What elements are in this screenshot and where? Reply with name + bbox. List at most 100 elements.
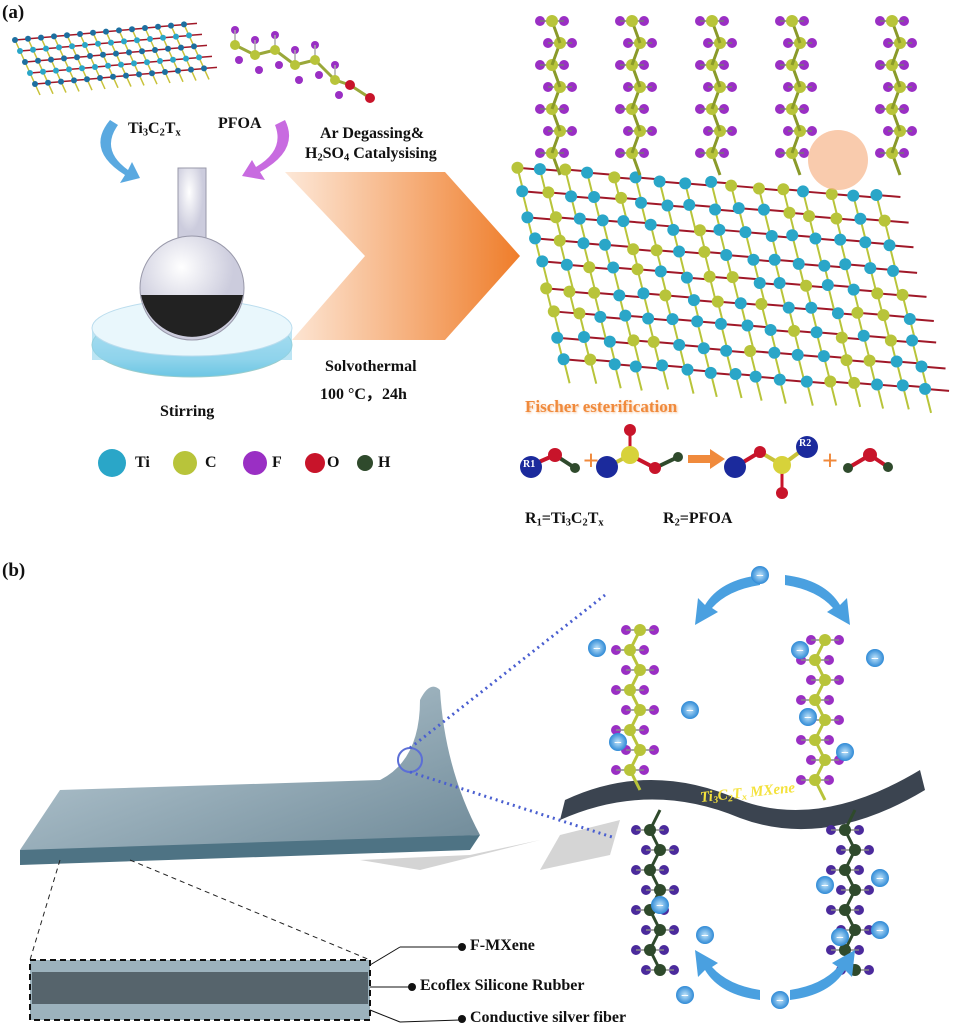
atom [71, 77, 77, 84]
atom [650, 244, 663, 257]
atom [679, 177, 692, 190]
atom [588, 286, 601, 299]
atom [315, 71, 323, 79]
subscript: 1 [536, 517, 542, 529]
atom [335, 91, 343, 99]
atom [819, 634, 831, 646]
atom [619, 309, 632, 322]
svg-text:−: − [614, 736, 622, 751]
atom [903, 312, 916, 325]
atom [896, 288, 909, 301]
atom [887, 264, 900, 277]
atom [608, 358, 621, 371]
atom [275, 61, 283, 69]
atom [51, 33, 57, 40]
atom [162, 69, 168, 75]
negative-charge-icon: − [831, 928, 849, 946]
atom [32, 81, 38, 87]
atom [821, 279, 834, 292]
atom [824, 375, 837, 388]
negative-charge-icon: − [836, 743, 854, 761]
atom [38, 34, 44, 41]
atom [103, 28, 109, 35]
atom [583, 261, 596, 274]
atom [830, 212, 843, 225]
plus-icon: + [583, 446, 599, 477]
formula-text: R [663, 510, 675, 527]
atom [773, 373, 786, 386]
atom [345, 80, 355, 90]
atom [559, 163, 572, 176]
svg-text:−: − [836, 931, 844, 946]
atom [706, 15, 718, 27]
atom [870, 189, 883, 202]
atom [896, 379, 909, 392]
legend-h: H [378, 454, 391, 471]
atom [711, 295, 724, 308]
atom [547, 305, 560, 318]
atom-legend [98, 449, 373, 477]
formula-text: Ti [699, 788, 714, 806]
atom [546, 15, 558, 27]
negative-charge-icon: − [866, 649, 884, 667]
atom [142, 25, 148, 31]
atom [732, 202, 745, 215]
atom [191, 43, 197, 50]
atom [642, 312, 655, 325]
atom [919, 382, 932, 395]
atom [777, 183, 790, 196]
atom [126, 49, 132, 56]
atom [739, 226, 752, 239]
atom [155, 23, 161, 30]
atom [136, 71, 142, 78]
atom [53, 67, 59, 74]
atom [97, 75, 103, 81]
atom [290, 60, 300, 70]
atom [553, 234, 566, 247]
pfoa-molecule [230, 26, 375, 103]
legend-ball-c [173, 451, 197, 475]
negative-charge-icon: − [871, 921, 889, 939]
atom [726, 271, 739, 284]
atom [22, 59, 28, 65]
atom [118, 61, 124, 68]
pfoa-label: PFOA [218, 115, 262, 132]
atom [854, 212, 867, 225]
legend-c: C [205, 454, 217, 471]
formula-text: Catalysising [349, 145, 437, 162]
atom [116, 27, 122, 34]
negative-charge-icon: − [609, 733, 627, 751]
r2-definition: R2=PFOA [663, 510, 732, 529]
atom [61, 55, 67, 62]
atom [536, 255, 549, 268]
svg-text:−: − [701, 929, 709, 944]
atom [734, 297, 747, 310]
atom [533, 163, 546, 176]
atom [82, 42, 88, 48]
atom [857, 329, 870, 342]
svg-text:−: − [841, 746, 849, 761]
negative-charge-icon: − [696, 926, 714, 944]
atom [92, 64, 98, 70]
atom [805, 301, 818, 314]
atom [884, 334, 897, 347]
atom [800, 375, 813, 388]
atom [573, 212, 586, 225]
atom [683, 198, 696, 211]
plus-icon: + [822, 446, 838, 477]
atom [765, 230, 778, 243]
atom [113, 50, 119, 57]
atom [698, 245, 711, 258]
atom [673, 338, 686, 351]
atom [818, 259, 831, 272]
atom [168, 22, 174, 29]
mxene-band [560, 770, 925, 830]
composite-film [20, 593, 620, 1023]
atom [201, 65, 207, 72]
atom [270, 45, 280, 55]
svg-text:−: − [756, 569, 764, 584]
atom [144, 59, 150, 66]
atom [786, 15, 798, 27]
atom [831, 307, 844, 320]
atom [608, 171, 621, 184]
